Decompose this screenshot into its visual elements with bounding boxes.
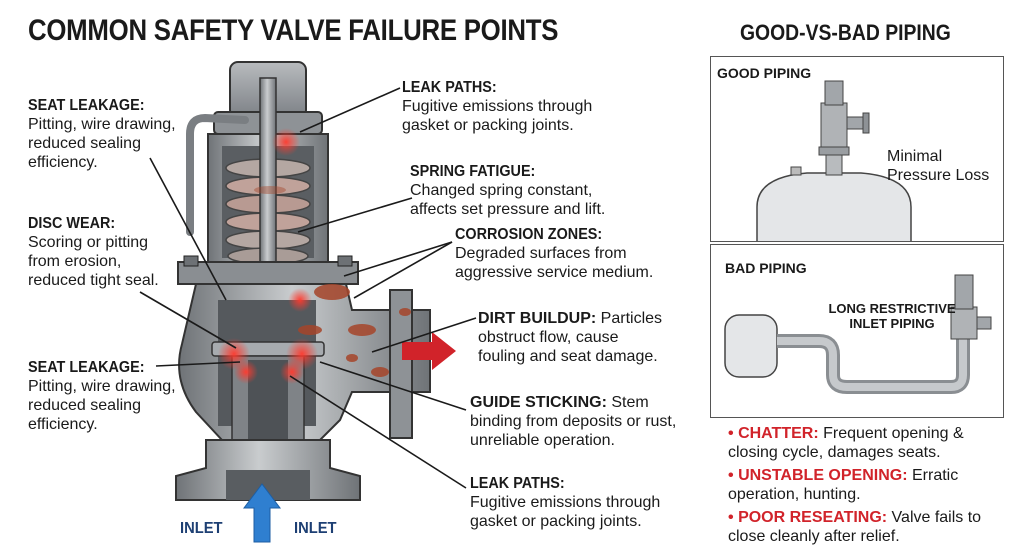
label-spring-fatigue: SPRING FATIGUE: Changed spring constant,… <box>410 162 605 219</box>
piping-issue-list: • CHATTER: Frequent opening & closing cy… <box>728 424 1014 550</box>
issue-chatter: • CHATTER: Frequent opening & closing cy… <box>728 424 1014 462</box>
label-heading: SEAT LEAKAGE: <box>28 97 145 114</box>
inlet-label-left: INLET <box>180 520 223 537</box>
label-desc-line: Particles <box>596 310 663 327</box>
label-desc-line: fouling and seat damage. <box>478 348 658 365</box>
inlet-flow-arrow <box>243 483 281 543</box>
inlet-label-right: INLET <box>294 520 337 537</box>
bullet-icon: • <box>728 467 734 484</box>
bad-piping-note-line: INLET PIPING <box>849 316 935 331</box>
label-desc-line: reduced sealing <box>28 135 141 152</box>
label-desc-line: from erosion, <box>28 253 122 270</box>
good-piping-heading: GOOD PIPING <box>717 65 812 81</box>
good-piping-note: Minimal Pressure Loss <box>887 147 989 185</box>
label-desc-line: efficiency. <box>28 154 98 171</box>
good-piping-drawing <box>756 80 912 241</box>
bullet-icon: • <box>728 425 734 442</box>
label-leak-paths-top: LEAK PATHS: Fugitive emissions through g… <box>402 78 592 135</box>
good-piping-note-line: Pressure Loss <box>887 167 990 184</box>
label-desc-line: Stem <box>606 394 649 411</box>
issue-poor-reseating: • POOR RESEATING: Valve fails to close c… <box>728 508 1014 546</box>
issue-text: Erratic operation, hunting. <box>728 467 959 503</box>
bad-piping-note-line: LONG RESTRICTIVE <box>828 301 956 316</box>
label-desc-line: Degraded surfaces from <box>455 245 627 262</box>
label-desc-line: affects set pressure and lift. <box>410 201 606 218</box>
good-piping-note-line: Minimal <box>887 148 943 165</box>
label-leak-paths-bottom: LEAK PATHS: Fugitive emissions through g… <box>470 474 660 531</box>
issue-text: Frequent opening & closing cycle, damage… <box>728 425 964 461</box>
issue-unstable-opening: • UNSTABLE OPENING: Erratic operation, h… <box>728 466 1014 504</box>
issue-heading: POOR RESEATING: <box>738 509 888 526</box>
label-corrosion-zones: CORROSION ZONES: Degraded surfaces from … <box>455 225 653 282</box>
label-desc-line: Scoring or pitting <box>28 234 149 251</box>
label-desc-line: efficiency. <box>28 416 98 433</box>
label-heading: DIRT BUILDUP: <box>478 310 597 327</box>
bad-piping-note: LONG RESTRICTIVE INLET PIPING <box>807 301 977 331</box>
label-seat-leakage-bottom: SEAT LEAKAGE: Pitting, wire drawing, red… <box>28 358 176 434</box>
issue-heading: UNSTABLE OPENING: <box>738 467 908 484</box>
piping-section-title: GOOD-VS-BAD PIPING <box>740 20 951 45</box>
label-seat-leakage-top: SEAT LEAKAGE: Pitting, wire drawing, red… <box>28 96 176 172</box>
label-desc-line: binding from deposits or rust, <box>470 413 677 430</box>
label-heading: GUIDE STICKING: <box>470 394 607 411</box>
bad-piping-drawing <box>724 274 992 394</box>
bad-piping-panel: BAD PIPING LONG RESTRICTIVE INLET PIPING <box>710 244 1004 418</box>
corrosion-patches <box>254 186 411 377</box>
inlet-flange <box>175 439 361 501</box>
label-desc-line: Fugitive emissions through <box>402 98 593 115</box>
label-desc-line: Fugitive emissions through <box>470 494 661 511</box>
bullet-icon: • <box>728 509 734 526</box>
leader-lines <box>139 87 477 489</box>
label-disc-wear: DISC WEAR: Scoring or pitting from erosi… <box>28 214 159 290</box>
label-desc-line: obstruct flow, cause <box>478 329 619 346</box>
label-desc-line: unreliable operation. <box>470 432 615 449</box>
bonnet-flange <box>177 261 359 285</box>
label-heading: DISC WEAR: <box>28 215 116 232</box>
label-heading: SPRING FATIGUE: <box>410 163 536 180</box>
label-desc-line: Pitting, wire drawing, <box>28 116 176 133</box>
label-heading: LEAK PATHS: <box>402 79 497 96</box>
label-desc-line: reduced sealing <box>28 397 141 414</box>
bad-piping-heading: BAD PIPING <box>725 260 807 276</box>
issue-heading: CHATTER: <box>738 425 819 442</box>
outlet-flow-arrow <box>402 332 456 370</box>
label-guide-sticking: GUIDE STICKING: Stem binding from deposi… <box>470 393 710 450</box>
label-desc-line: reduced tight seal. <box>28 272 159 289</box>
issue-text: Valve fails to close cleanly after relie… <box>728 509 982 545</box>
label-desc-line: gasket or packing joints. <box>470 513 642 530</box>
label-desc-line: gasket or packing joints. <box>402 117 574 134</box>
label-dirt-buildup: DIRT BUILDUP: Particles obstruct flow, c… <box>478 309 708 366</box>
good-piping-panel: GOOD PIPING Minimal Pressure Loss <box>710 56 1004 242</box>
label-heading: SEAT LEAKAGE: <box>28 359 145 376</box>
label-desc-line: Pitting, wire drawing, <box>28 378 176 395</box>
label-heading: LEAK PATHS: <box>470 475 565 492</box>
lifting-lever <box>186 113 249 236</box>
diagram-title: COMMON SAFETY VALVE FAILURE POINTS <box>28 14 559 47</box>
label-desc-line: aggressive service medium. <box>455 264 654 281</box>
label-desc-line: Changed spring constant, <box>410 182 593 199</box>
label-heading: CORROSION ZONES: <box>455 226 603 243</box>
